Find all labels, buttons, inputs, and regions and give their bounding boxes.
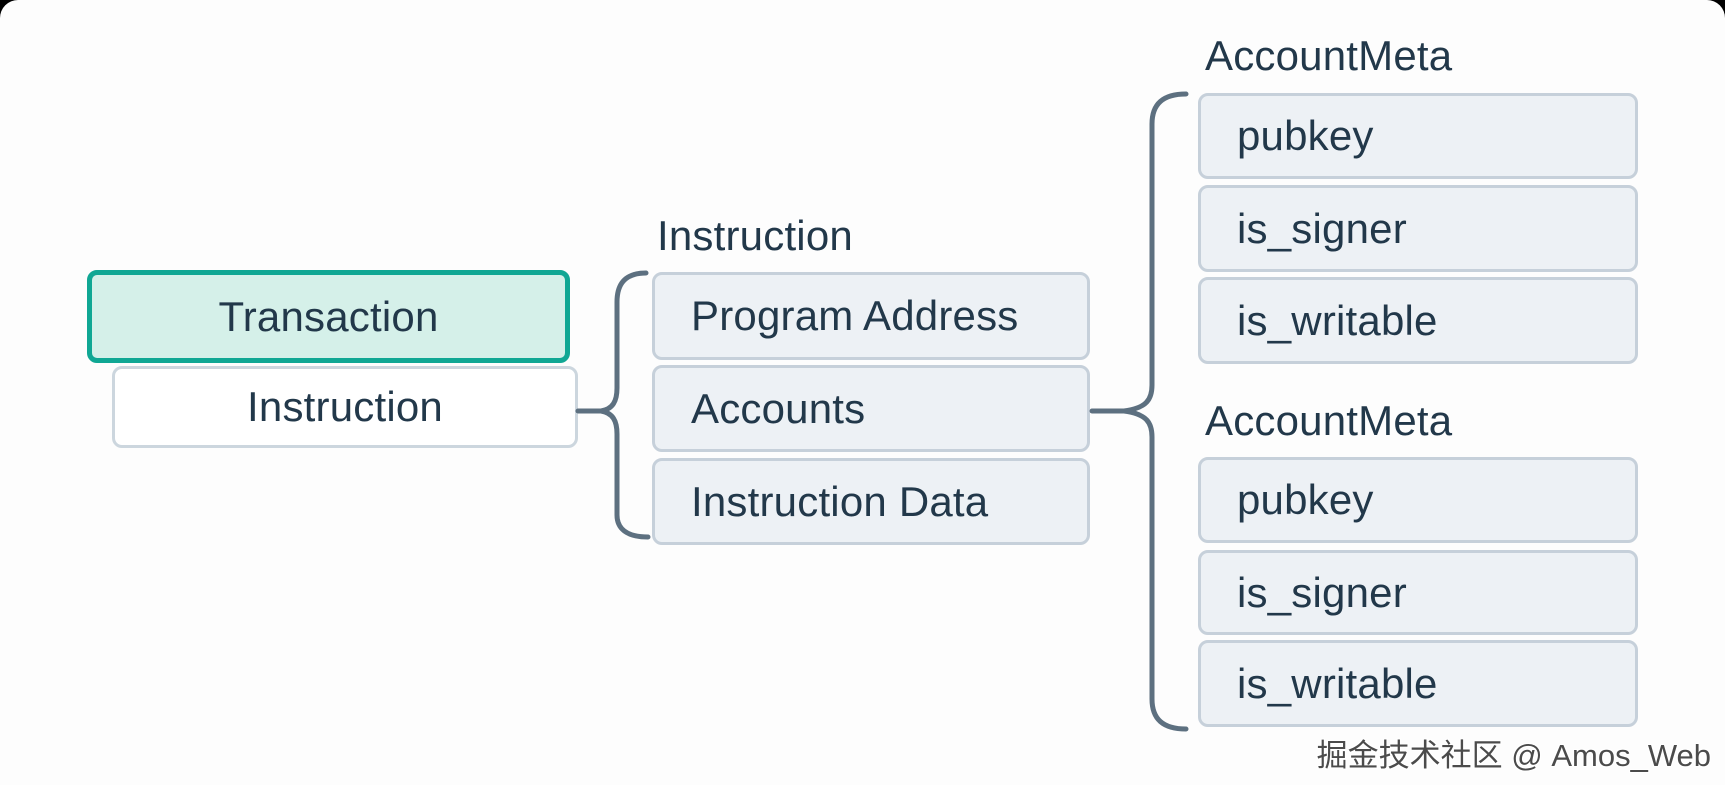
is-writable-box-2: is_writable <box>1198 640 1638 727</box>
watermark-text: 掘金技术社区 @ Amos_Web <box>1316 738 1711 773</box>
transaction-box: Transaction <box>87 270 570 363</box>
pubkey-box-2: pubkey <box>1198 457 1638 543</box>
is-signer-box-2: is_signer <box>1198 550 1638 635</box>
transaction-label: Transaction <box>218 292 439 340</box>
instruction-group-title: Instruction <box>657 212 853 259</box>
is-signer-box-1: is_signer <box>1198 185 1638 272</box>
transaction-instruction-label: Instruction <box>247 383 443 430</box>
is-signer-label-2: is_signer <box>1237 568 1407 616</box>
accounts-box: Accounts <box>652 365 1090 452</box>
account-meta-title-1: AccountMeta <box>1205 32 1453 79</box>
is-writable-box-1: is_writable <box>1198 277 1638 364</box>
right-brace <box>1089 91 1189 732</box>
is-writable-label-2: is_writable <box>1237 659 1438 707</box>
pubkey-label-2: pubkey <box>1237 476 1374 523</box>
program-address-label: Program Address <box>691 292 1019 339</box>
instruction-data-label: Instruction Data <box>691 477 989 525</box>
instruction-data-box: Instruction Data <box>652 458 1090 545</box>
is-signer-label-1: is_signer <box>1237 204 1407 252</box>
accounts-label: Accounts <box>691 384 866 432</box>
pubkey-label-1: pubkey <box>1237 112 1374 159</box>
left-brace <box>575 270 651 540</box>
pubkey-box-1: pubkey <box>1198 93 1638 179</box>
program-address-box: Program Address <box>652 272 1090 360</box>
is-writable-label-1: is_writable <box>1237 296 1438 344</box>
transaction-instruction-box: Instruction <box>112 366 578 448</box>
account-meta-title-2: AccountMeta <box>1205 397 1453 444</box>
